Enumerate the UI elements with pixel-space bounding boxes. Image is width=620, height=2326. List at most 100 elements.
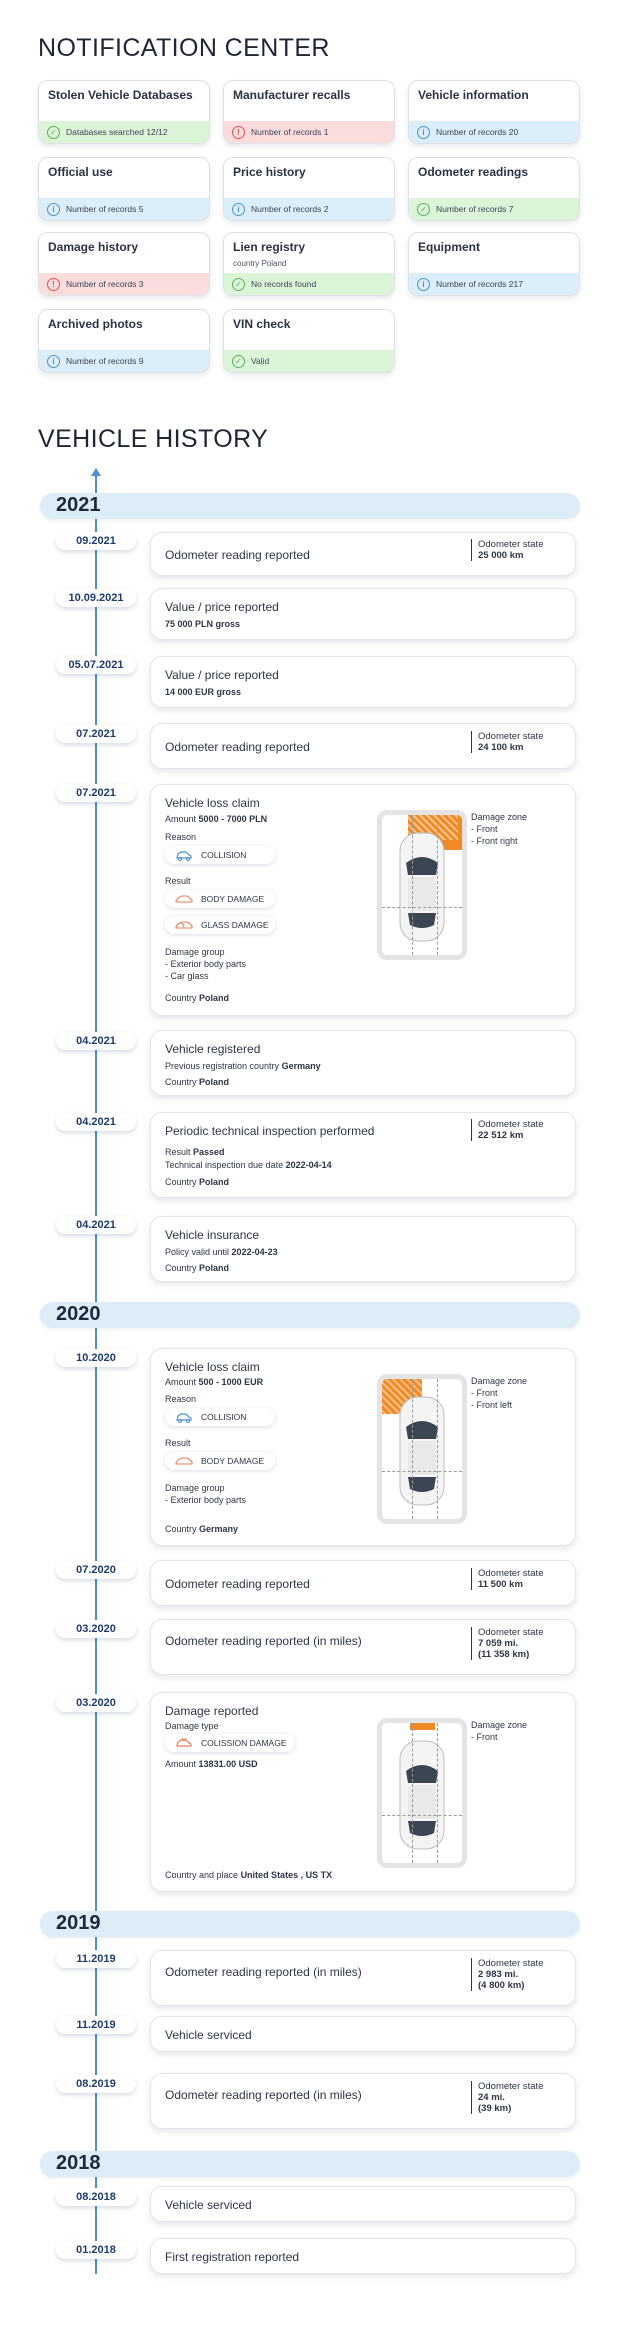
tile-title: Official use bbox=[48, 165, 113, 179]
event-card-odometer-miles[interactable]: Odometer reading reported (in miles) Odo… bbox=[150, 1950, 576, 2006]
event-title: Periodic technical inspection performed bbox=[165, 1124, 375, 1138]
tile-title: Damage history bbox=[48, 240, 139, 254]
tile-title: Price history bbox=[233, 165, 306, 179]
event-card-odometer[interactable]: Odometer reading reported Odometer state… bbox=[150, 532, 576, 576]
tile-stolen-vehicle-databases[interactable]: Stolen Vehicle Databases✓Databases searc… bbox=[38, 80, 210, 144]
info-circle-icon: i bbox=[47, 202, 60, 216]
result-label: Result bbox=[165, 1438, 191, 1448]
tile-status: Number of records 2 bbox=[251, 204, 329, 214]
damage-type-chip: COLISSION DAMAGE bbox=[165, 1734, 295, 1752]
tile-status: Number of records 20 bbox=[436, 127, 519, 137]
event-card-price[interactable]: Value / price reported 75 000 PLN gross bbox=[150, 588, 576, 640]
event-date: 05.07.2021 bbox=[56, 656, 136, 674]
tile-manufacturer-recalls[interactable]: Manufacturer recalls!Number of records 1 bbox=[223, 80, 395, 144]
tile-title: Odometer readings bbox=[418, 165, 529, 179]
event-card-registered[interactable]: Vehicle registered Previous registration… bbox=[150, 1030, 576, 1096]
reason-label: Reason bbox=[165, 832, 197, 842]
grid-line bbox=[382, 907, 462, 908]
event-title: Odometer reading reported bbox=[165, 548, 310, 562]
grid-line bbox=[382, 1471, 462, 1472]
damage-diagram bbox=[377, 1374, 467, 1524]
tile-status: Number of records 7 bbox=[436, 204, 514, 214]
event-title: Odometer reading reported bbox=[165, 1577, 310, 1591]
claim-country: Country Poland bbox=[165, 993, 230, 1003]
car-top-view-icon bbox=[399, 1396, 445, 1506]
event-card-insurance[interactable]: Vehicle insurance Policy valid until 202… bbox=[150, 1216, 576, 1282]
inspection-country: Country Poland bbox=[165, 1177, 230, 1187]
year-bar-2021: 2021 bbox=[40, 493, 580, 519]
event-title: Vehicle serviced bbox=[165, 2028, 252, 2042]
event-card-first-registration[interactable]: First registration reported bbox=[150, 2238, 576, 2274]
year-label: 2019 bbox=[56, 1912, 101, 1934]
event-title: Vehicle loss claim bbox=[165, 1360, 260, 1374]
damage-group-item: - Exterior body parts bbox=[165, 1495, 247, 1505]
registration-country: Country Poland bbox=[165, 1077, 230, 1087]
event-date: 11.2019 bbox=[56, 2016, 136, 2034]
tile-status: No records found bbox=[251, 279, 317, 289]
event-card-odometer[interactable]: Odometer reading reported Odometer state… bbox=[150, 1560, 576, 1606]
year-bar-2020: 2020 bbox=[40, 1302, 580, 1328]
event-date: 07.2021 bbox=[56, 725, 136, 743]
event-date: 04.2021 bbox=[56, 1032, 136, 1050]
damage-amount: Amount 13831.00 USD bbox=[165, 1759, 258, 1769]
tile-status: Valid bbox=[251, 356, 270, 366]
grid-line bbox=[412, 1379, 413, 1519]
event-card-loss-claim[interactable]: Vehicle loss claim Amount 500 - 1000 EUR… bbox=[150, 1348, 576, 1546]
event-title: Value / price reported bbox=[165, 668, 279, 682]
damage-diagram bbox=[377, 1718, 467, 1868]
damage-group-item: - Car glass bbox=[165, 971, 209, 981]
tile-status: Number of records 217 bbox=[436, 279, 523, 289]
collision-icon bbox=[176, 1413, 192, 1423]
alert-circle-icon: ! bbox=[47, 277, 60, 291]
damage-zone: Damage zone - Front bbox=[471, 1720, 528, 1742]
price-value: 75 000 PLN gross bbox=[165, 619, 241, 629]
event-card-serviced[interactable]: Vehicle serviced bbox=[150, 2016, 576, 2052]
event-title: Vehicle loss claim bbox=[165, 796, 260, 810]
event-card-inspection[interactable]: Periodic technical inspection performed … bbox=[150, 1112, 576, 1198]
collision-icon bbox=[176, 851, 192, 861]
event-card-damage-reported[interactable]: Damage reported Damage type COLISSION DA… bbox=[150, 1692, 576, 1892]
damage-group-label: Damage group bbox=[165, 947, 225, 957]
event-title: Value / price reported bbox=[165, 600, 279, 614]
event-title: Odometer reading reported bbox=[165, 740, 310, 754]
damage-zone: Damage zone - Front - Front right bbox=[471, 812, 528, 846]
event-date: 10.2020 bbox=[56, 1349, 136, 1367]
previous-country: Previous registration country Germany bbox=[165, 1061, 321, 1071]
tile-damage-history[interactable]: Damage history!Number of records 3 bbox=[38, 232, 210, 296]
event-date: 03.2020 bbox=[56, 1694, 136, 1712]
tile-odometer-readings[interactable]: Odometer readings ✓Number of records 7 bbox=[408, 157, 580, 221]
grid-line bbox=[382, 1815, 462, 1816]
event-card-serviced[interactable]: Vehicle serviced bbox=[150, 2186, 576, 2222]
event-title: Odometer reading reported (in miles) bbox=[165, 2088, 362, 2102]
tile-status-bar: ✓Number of records 7 bbox=[409, 198, 579, 220]
inspection-result: Result Passed bbox=[165, 1147, 225, 1157]
price-value: 14 000 EUR gross bbox=[165, 687, 242, 697]
body-damage-icon bbox=[175, 1457, 193, 1465]
check-circle-icon: ✓ bbox=[47, 125, 60, 139]
notification-center-title: NOTIFICATION CENTER bbox=[38, 34, 330, 62]
event-title: Vehicle registered bbox=[165, 1042, 261, 1056]
event-card-odometer-miles[interactable]: Odometer reading reported (in miles) Odo… bbox=[150, 2073, 576, 2129]
claim-amount: Amount 5000 - 7000 PLN bbox=[165, 814, 268, 824]
event-card-loss-claim[interactable]: Vehicle loss claim Amount 5000 - 7000 PL… bbox=[150, 784, 576, 1016]
year-label: 2021 bbox=[56, 494, 101, 516]
event-card-odometer[interactable]: Odometer reading reported Odometer state… bbox=[150, 723, 576, 769]
car-top-view-icon bbox=[399, 832, 445, 942]
result-chip: BODY DAMAGE bbox=[165, 890, 275, 908]
event-card-odometer-miles[interactable]: Odometer reading reported (in miles) Odo… bbox=[150, 1619, 576, 1675]
tile-status: Number of records 9 bbox=[66, 356, 144, 366]
event-card-price[interactable]: Value / price reported 14 000 EUR gross bbox=[150, 656, 576, 708]
event-date: 08.2018 bbox=[56, 2188, 136, 2206]
tile-vin-check[interactable]: VIN check✓Valid bbox=[223, 309, 395, 373]
